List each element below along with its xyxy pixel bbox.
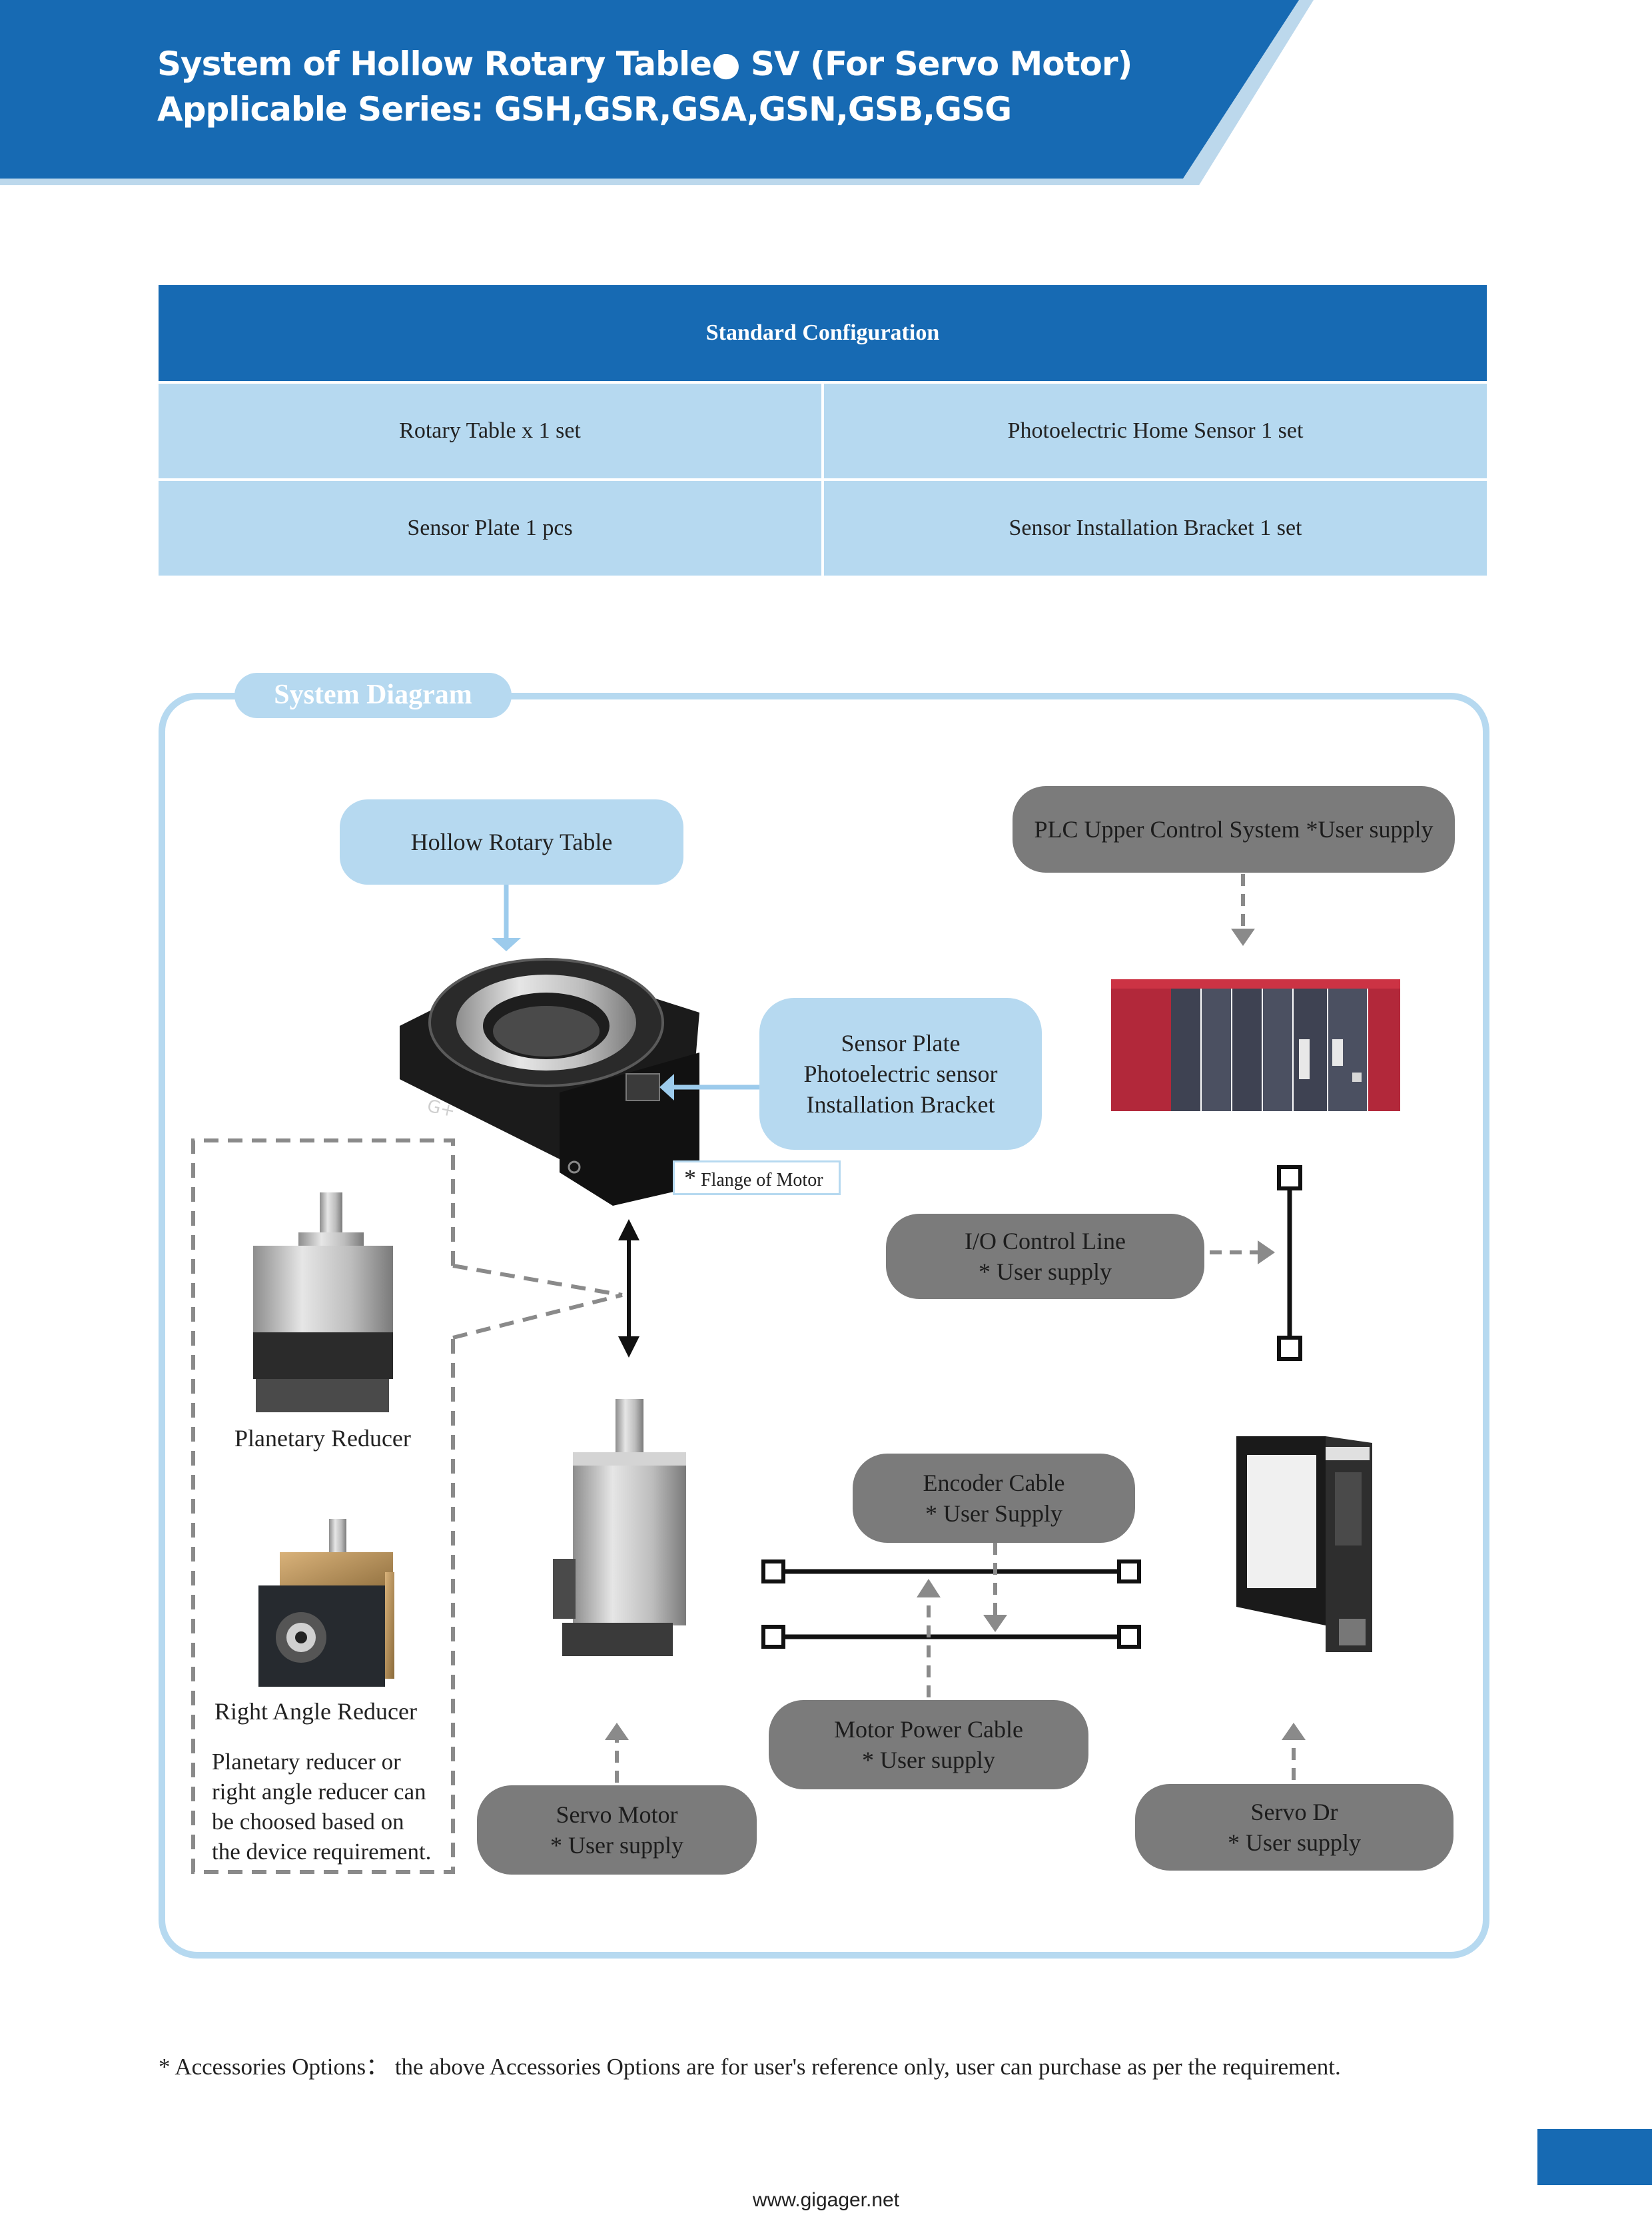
encoder-cable-label: Encoder Cable * User Supply bbox=[853, 1454, 1135, 1543]
servo-motor-label: Servo Motor * User supply bbox=[477, 1785, 757, 1875]
table-cell: Photoelectric Home Sensor 1 set bbox=[821, 382, 1487, 481]
io-line-2: * User supply bbox=[979, 1258, 1112, 1285]
table-row: Rotary Table x 1 set Photoelectric Home … bbox=[159, 382, 1487, 481]
table-row: Sensor Plate 1 pcs Sensor Installation B… bbox=[159, 480, 1487, 578]
table-cell: Sensor Installation Bracket 1 set bbox=[821, 480, 1487, 578]
arrow-servo-drive bbox=[1282, 1723, 1306, 1780]
reducer-note: Planetary reducer or right angle reducer… bbox=[212, 1747, 431, 1867]
planetary-reducer-image bbox=[253, 1192, 393, 1412]
motor-power-cable-label: Motor Power Cable * User supply bbox=[769, 1700, 1088, 1789]
encoder-line-1: Encoder Cable bbox=[923, 1470, 1065, 1496]
planetary-reducer-label: Planetary Reducer bbox=[234, 1425, 411, 1452]
servo-dr-line-2: * User supply bbox=[1228, 1829, 1361, 1856]
cable-motor-power bbox=[761, 1625, 1141, 1649]
accessories-footnote: * Accessories Options： the above Accesso… bbox=[159, 2054, 1341, 2080]
io-connector bbox=[1210, 1165, 1302, 1361]
sensor-line-3: Installation Bracket bbox=[806, 1091, 995, 1118]
arrow-hollow-table bbox=[492, 885, 521, 951]
arrow-plc bbox=[1231, 874, 1255, 946]
servo-motor-image bbox=[553, 1399, 686, 1656]
flange-star: * bbox=[684, 1164, 696, 1191]
sensor-line-1: Sensor Plate bbox=[841, 1030, 961, 1057]
arrow-sensor bbox=[659, 1074, 759, 1101]
hollow-rotary-table-text: Hollow Rotary Table bbox=[410, 829, 613, 855]
servo-motor-line-2: * User supply bbox=[550, 1832, 683, 1859]
servo-drive-label: Servo Dr * User supply bbox=[1135, 1784, 1453, 1871]
motor-power-line-2: * User supply bbox=[862, 1747, 995, 1773]
title-line-2: Applicable Series: GSH,GSR,GSA,GSN,GSB,G… bbox=[157, 90, 1012, 129]
plc-image bbox=[1111, 979, 1400, 1111]
rotary-table-image: G+ bbox=[400, 958, 699, 1206]
arrow-servo-motor bbox=[605, 1723, 629, 1783]
io-control-line-label: I/O Control Line * User supply bbox=[886, 1214, 1204, 1299]
plc-label: PLC Upper Control System *User supply bbox=[1013, 786, 1455, 873]
table-cell: Sensor Plate 1 pcs bbox=[159, 480, 823, 578]
standard-configuration-table: Standard Configuration Rotary Table x 1 … bbox=[159, 285, 1487, 578]
servo-motor-line-1: Servo Motor bbox=[556, 1801, 678, 1828]
page-number-tab bbox=[1537, 2129, 1652, 2185]
reducer-options-box bbox=[191, 1138, 623, 1874]
system-diagram-tab: System Diagram bbox=[234, 673, 512, 718]
system-diagram-frame bbox=[159, 693, 1489, 1959]
reducer-note-line: right angle reducer can bbox=[212, 1779, 426, 1805]
motor-power-line-1: Motor Power Cable bbox=[834, 1716, 1023, 1743]
right-angle-reducer-image bbox=[258, 1519, 394, 1687]
flange-text: Flange of Motor bbox=[701, 1170, 823, 1190]
coupling-arrow bbox=[618, 1219, 639, 1358]
right-angle-reducer-label: Right Angle Reducer bbox=[214, 1698, 417, 1725]
table-heading: Standard Configuration bbox=[159, 285, 1487, 384]
sensor-line-2: Photoelectric sensor bbox=[803, 1061, 998, 1087]
arrow-encoder bbox=[983, 1543, 1007, 1632]
plc-text: PLC Upper Control System *User supply bbox=[1034, 816, 1434, 843]
io-line-1: I/O Control Line bbox=[965, 1228, 1126, 1254]
reducer-note-line: the device requirement. bbox=[212, 1839, 432, 1865]
reducer-note-line: Planetary reducer or bbox=[212, 1749, 401, 1775]
sensor-plate-label: Sensor Plate Photoelectric sensor Instal… bbox=[759, 998, 1042, 1150]
flange-of-motor-label: * Flange of Motor bbox=[673, 1160, 841, 1195]
reducer-note-line: be choosed based on bbox=[212, 1809, 404, 1835]
cable-encoder bbox=[761, 1559, 1141, 1583]
page-title: System of Hollow Rotary Table● SV (For S… bbox=[157, 41, 1132, 132]
website-url[interactable]: www.gigager.net bbox=[752, 2189, 900, 2211]
table-cell: Rotary Table x 1 set bbox=[159, 382, 823, 481]
header-banner bbox=[0, 0, 1314, 185]
encoder-line-2: * User Supply bbox=[925, 1500, 1062, 1527]
servo-dr-line-1: Servo Dr bbox=[1250, 1799, 1338, 1825]
servo-drive-image bbox=[1236, 1436, 1372, 1652]
arrow-motor-power bbox=[917, 1579, 941, 1697]
hollow-rotary-table-label: Hollow Rotary Table bbox=[340, 799, 683, 885]
title-line-1: System of Hollow Rotary Table● SV (For S… bbox=[157, 45, 1132, 83]
